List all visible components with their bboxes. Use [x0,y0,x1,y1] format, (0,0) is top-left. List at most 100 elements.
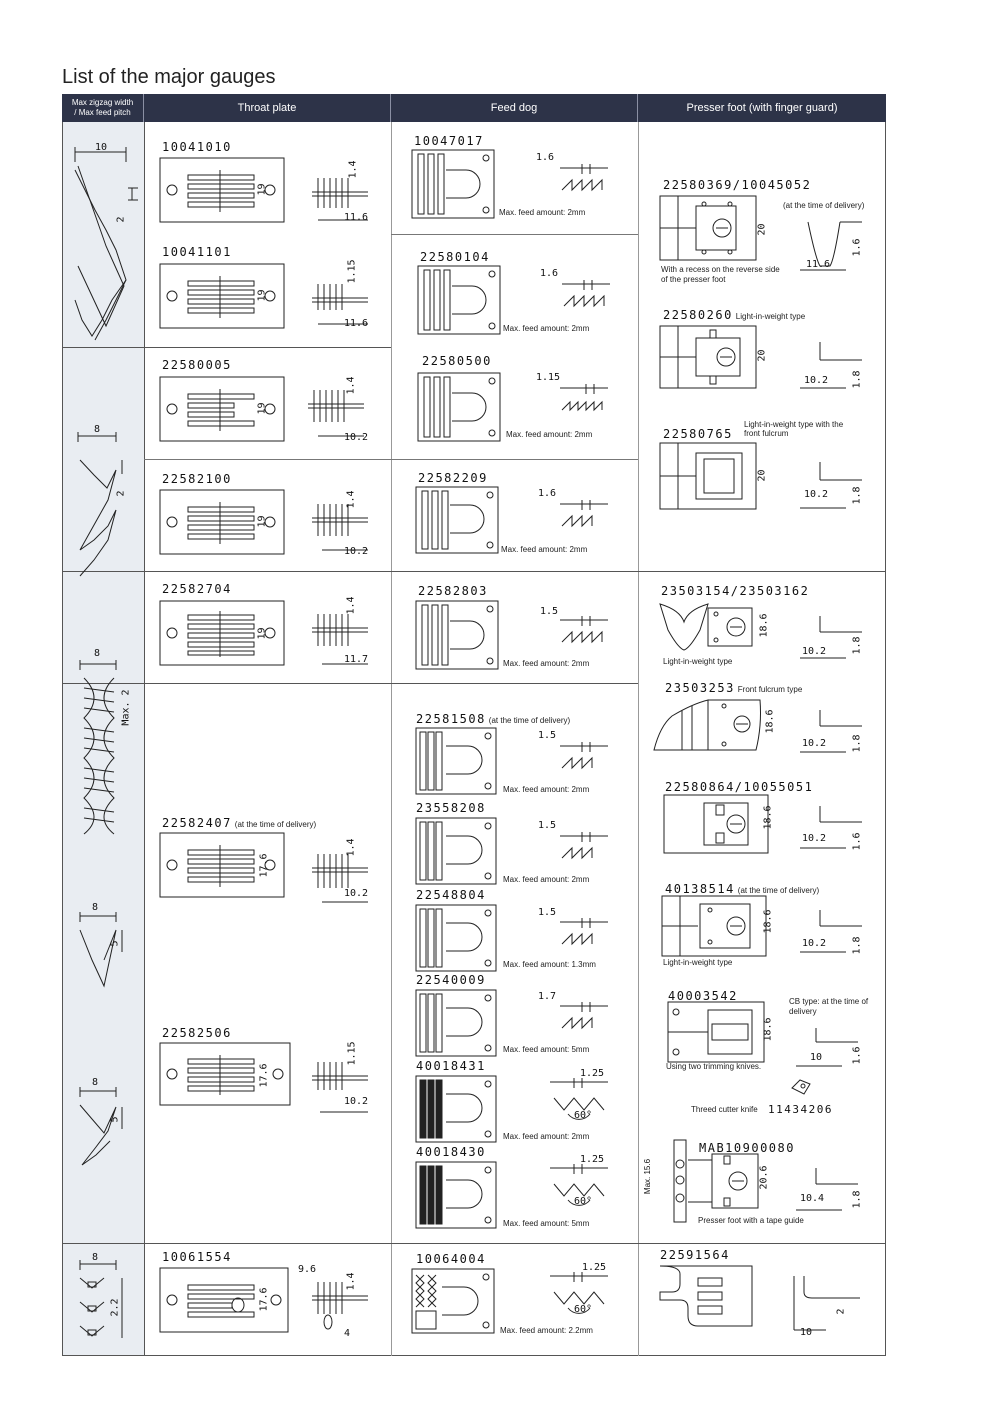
feed-dog-tooth-profile [560,742,608,770]
cutter-knife-id: 11434206 [768,1103,833,1116]
feed-dog-tooth-angle: 60° [574,1110,593,1121]
feed-dog-tooth-profile [560,1002,608,1030]
throat-plate-section [312,284,368,325]
presser-foot-width: 10.4 [800,1193,825,1204]
feed-dog-id-number: 22581508 [416,712,486,726]
presser-foot-caption: With a recess on the reverse side of the… [661,265,780,284]
feed-dog-drawing [411,149,495,219]
throat-plate-width: 17.6 [258,853,270,878]
throat-plate-thickness: 1.4 [345,1272,357,1291]
presser-foot-height: 18.6 [762,805,774,830]
zigzag-4-width: 8 [92,902,99,913]
throat-plate-width: 19 [256,402,268,415]
feed-dog-tooth-height: 1.5 [540,606,559,617]
presser-foot-side [800,616,862,659]
presser-foot-caption: Presser foot with a tape guide [698,1216,804,1225]
throat-plate-section [312,1282,368,1330]
presser-foot-note: (at the time of delivery) [783,201,865,210]
throat-plate-thickness: 1.15 [346,259,358,284]
presser-foot-drawing [659,442,757,510]
presser-foot-side [796,1168,858,1211]
presser-foot-id: 22580864/10055051 [665,780,814,794]
throat-plate-width: 19 [256,183,268,196]
throat-plate-thickness: 1.4 [345,596,357,615]
presser-foot-thickness: 1.8 [851,486,863,505]
feed-dog-tooth-profile [560,500,608,528]
throat-plate-width: 19 [256,627,268,640]
throat-plate-drawing [159,1267,289,1333]
throat-plate-id: 22582704 [162,582,232,596]
feed-dog-id: 22580500 [422,354,492,368]
feed-dog-drawing [417,265,501,335]
presser-foot-thickness: 1.6 [851,1046,863,1065]
zigzag-6-pitch: 2.2 [109,1298,121,1317]
row-sep-c [144,459,638,460]
feed-dog-note: (at the time of delivery) [488,716,571,725]
feed-dog-tooth-height: 1.7 [538,991,557,1002]
feed-dog-caption: Max. feed amount: 2mm [503,1132,590,1141]
throat-plate-id: 22582100 [162,472,232,486]
presser-foot-drawing [659,1265,753,1327]
presser-foot-side [800,806,862,849]
throat-plate-drawing [159,1042,291,1106]
presser-foot-side [793,1276,860,1331]
presser-foot-side [800,910,862,953]
header-zigzag-line2: / Max feed pitch [74,108,131,117]
presser-foot-note: Light-in-weight type with the front fulc… [744,420,844,438]
throat-plate-id: 10041010 [162,140,232,154]
feed-dog-id: 23558208 [416,801,486,815]
feed-dog-drawing [415,727,497,795]
feed-dog-caption: Max. feed amount: 2mm [506,430,593,439]
presser-foot-note: Light-in-weight type [735,312,806,321]
presser-foot-height: 18.6 [758,613,770,638]
throat-plate-id-number: 22582407 [162,816,232,830]
presser-foot-drawing [659,325,757,389]
presser-foot-width: 10.2 [802,646,827,657]
throat-plate-section [308,390,364,437]
header-zigzag-line1: Max zigzag width [71,98,134,107]
feed-dog-tooth-profile [550,1164,608,1206]
feed-dog-drawing [415,817,497,885]
presser-foot-id-number: 23503253 [665,681,735,695]
presser-foot-height: 20 [756,349,768,362]
presser-foot-drawing [661,895,767,957]
presser-foot-drawing [667,1001,765,1063]
feed-dog-drawing [415,904,497,972]
presser-foot-height: 20 [756,223,768,236]
presser-foot-width: 10 [810,1052,823,1063]
presser-foot-width: 10.2 [804,375,829,386]
presser-foot-note: CB type: at the time of delivery [789,997,869,1016]
throat-plate-width: 17.6 [258,1063,270,1088]
throat-plate-thickness: 1.4 [347,160,359,179]
feed-dog-drawing [415,989,497,1057]
throat-plate-thickness: 1.4 [345,838,357,857]
throat-plate-length: 11.7 [344,654,369,665]
throat-plate-section [312,1062,368,1113]
presser-foot-side-dim: Max. 15.6 [643,1158,653,1195]
cutter-knife-label: Threed cutter knife [691,1105,758,1114]
zigzag-5-pitch: 5 [109,1116,121,1123]
feed-dog-id: 10064004 [416,1252,486,1266]
grid-col-1 [144,122,145,1356]
feed-dog-id: 10047017 [414,134,484,148]
throat-plate-length: 11.6 [344,318,369,329]
zigzag-4-pitch: 5 [109,940,121,947]
presser-foot-caption: Light-in-weight type [663,958,733,967]
feed-dog-id: 22582209 [418,471,488,485]
grid-col-2 [391,122,392,1356]
presser-foot-height: 18.6 [762,1017,774,1042]
feed-dog-tooth-height: 1.6 [538,488,557,499]
presser-foot-thickness: 1.8 [851,636,863,655]
presser-foot-side [800,221,862,271]
throat-plate-id: 10061554 [162,1250,232,1264]
header-feed-dog: Feed dog [391,94,638,122]
presser-foot-thickness: 1.6 [851,238,863,257]
row-sep-a [62,347,391,348]
zigzag-diagram-2 [77,432,123,577]
header-throat-plate: Throat plate [144,94,391,122]
throat-plate-top-dim: 9.6 [298,1264,317,1275]
zigzag-2-pitch: 2 [115,490,127,497]
presser-foot-id-number: 40138514 [665,882,735,896]
presser-foot-id: 22580765 [663,427,733,441]
throat-plate-drawing [159,157,285,223]
